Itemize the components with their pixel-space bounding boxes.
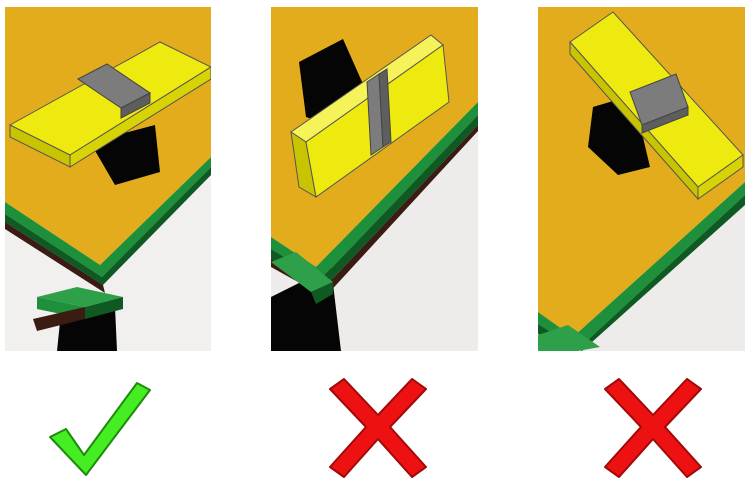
cross-icon [604,378,702,478]
correct-check-mark [40,375,160,478]
incorrect-rotated-illustration [538,7,745,351]
correct-placement-illustration [5,7,211,351]
table-edge-dark [5,222,105,293]
incorrect-rotated-scene [538,7,745,351]
yellow-block-end [697,154,744,200]
gray-clamp-side [378,68,392,148]
rail-cross-top [271,252,333,292]
table-edge-rail [5,157,211,277]
correct-placement-scene [5,7,211,351]
gray-clamp-side [641,106,689,134]
table-leg [57,307,117,351]
incorrect-cross-mark-1 [318,375,438,478]
incorrect-cross-mark-2 [593,375,713,478]
cross-icon [329,378,427,478]
check-icon [49,382,151,476]
rail-cross-end [311,282,333,304]
rail-cross-top [538,325,600,351]
yellow-block-side [69,66,211,168]
incorrect-tilted-illustration [271,7,478,351]
rail-cross-base [33,307,85,331]
gray-clamp-side [120,92,151,119]
table-top [538,7,745,337]
incorrect-tilted-scene [271,7,478,351]
rail-cross-end [85,297,123,319]
rail-cross-top [37,287,123,307]
